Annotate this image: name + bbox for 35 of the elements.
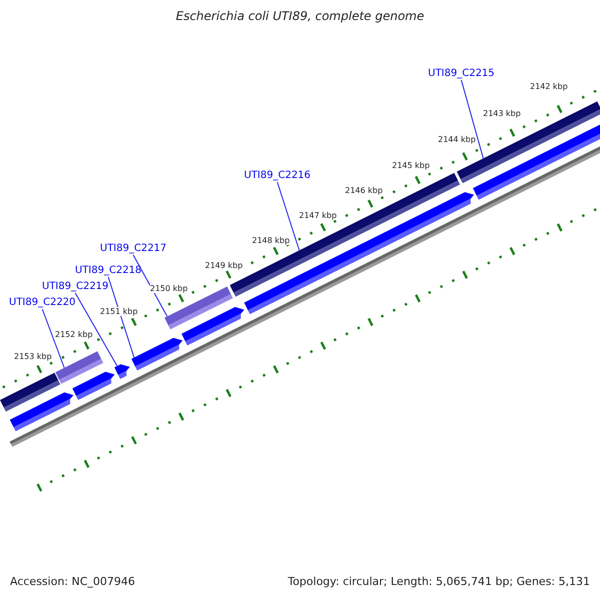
- scale-label: 2145 kbp: [392, 161, 430, 170]
- scale-label: 2150 kbp: [150, 284, 188, 293]
- leader-line: [74, 292, 118, 367]
- gene-segment: [114, 364, 130, 379]
- gene-segment: [10, 392, 74, 432]
- gene-segment: [131, 338, 183, 370]
- scale-label: 2146 kbp: [345, 186, 383, 195]
- accession-text: Accession: NC_007946: [10, 575, 136, 588]
- gene-label: UTI89_C2220: [9, 297, 76, 308]
- gene-bar: [55, 351, 104, 384]
- leader-line: [132, 254, 168, 317]
- gene-label: UTI89_C2215: [428, 68, 495, 79]
- gene-segment: [182, 307, 244, 346]
- gene-label: UTI89_C2218: [75, 265, 142, 276]
- scale-label: 2149 kbp: [205, 261, 243, 270]
- gene-segment: [72, 372, 115, 400]
- scale-label: 2148 kbp: [252, 236, 290, 245]
- gene-label: UTI89_C2219: [42, 281, 109, 292]
- gene-bar: [456, 101, 600, 184]
- gene-bar: [230, 172, 460, 297]
- title: Escherichia coli UTI89, complete genome: [174, 9, 426, 23]
- scale-label: 2151 kbp: [100, 307, 138, 316]
- gene-label: UTI89_C2216: [244, 170, 311, 181]
- leader-line: [460, 80, 484, 159]
- gene-bar: [0, 372, 60, 412]
- scale-label: 2144 kbp: [438, 135, 476, 144]
- leader-line: [42, 308, 65, 368]
- scale-label: 2143 kbp: [483, 109, 521, 118]
- scale-label: 2153 kbp: [14, 352, 52, 361]
- scale-label: 2147 kbp: [299, 211, 337, 220]
- scale-label: 2152 kbp: [55, 330, 93, 339]
- leader-line: [108, 276, 135, 358]
- scale-label: 2142 kbp: [530, 82, 568, 91]
- gene-label: UTI89_C2217: [100, 243, 167, 254]
- genome-info-text: Topology: circular; Length: 5,065,741 bp; Genes: 5,131: [288, 575, 590, 588]
